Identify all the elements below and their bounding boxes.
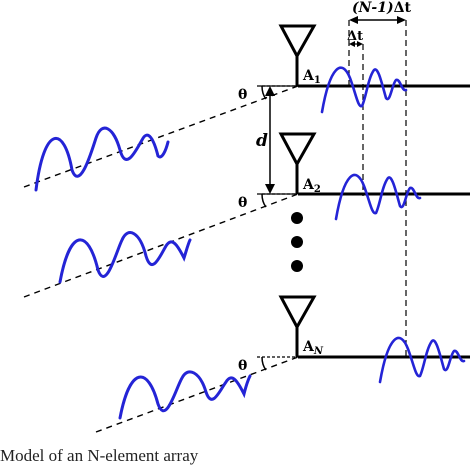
incident-wave-2: [58, 231, 192, 284]
figure-caption: Model of an N-element array: [0, 446, 199, 465]
angle-arc-1: [261, 85, 267, 100]
ellipsis-dot-3: [291, 260, 303, 272]
spacing-label: d: [256, 131, 268, 151]
ellipsis-dot-1: [291, 212, 303, 224]
antenna-2-icon: [278, 132, 317, 194]
spacing-arrow-up: [265, 86, 275, 96]
element-label-n: AN: [302, 339, 324, 357]
angle-label-1: θ: [238, 87, 247, 103]
total-delay-arrow-left: [349, 16, 358, 24]
incoming-ray-1: [23, 85, 299, 188]
angle-label-3: θ: [238, 358, 247, 374]
angle-label-2: θ: [238, 195, 247, 211]
ellipsis-dot-2: [291, 236, 303, 248]
incident-wave-3: [118, 370, 252, 420]
antenna-n-icon: [278, 295, 317, 357]
spacing-arrow-down: [265, 184, 275, 194]
received-wave-3: [378, 336, 466, 384]
total-delay-arrow-right: [397, 16, 406, 24]
received-wave-1: [320, 66, 408, 114]
angle-arc-3: [261, 356, 267, 371]
delay-label: Δt: [347, 29, 363, 44]
delay-arrow-right: [357, 41, 363, 47]
total-delay-label: (N-1)Δt: [352, 0, 411, 16]
element-label-1: A1: [302, 68, 321, 86]
element-label-2: A2: [302, 177, 321, 195]
delay-arrow-left: [349, 41, 355, 47]
incoming-ray-2: [23, 193, 299, 298]
incident-wave-1: [34, 126, 170, 192]
incoming-ray-3: [95, 356, 299, 433]
received-wave-2: [334, 173, 422, 221]
angle-arc-2: [261, 193, 267, 208]
antenna-1-icon: [278, 24, 317, 86]
